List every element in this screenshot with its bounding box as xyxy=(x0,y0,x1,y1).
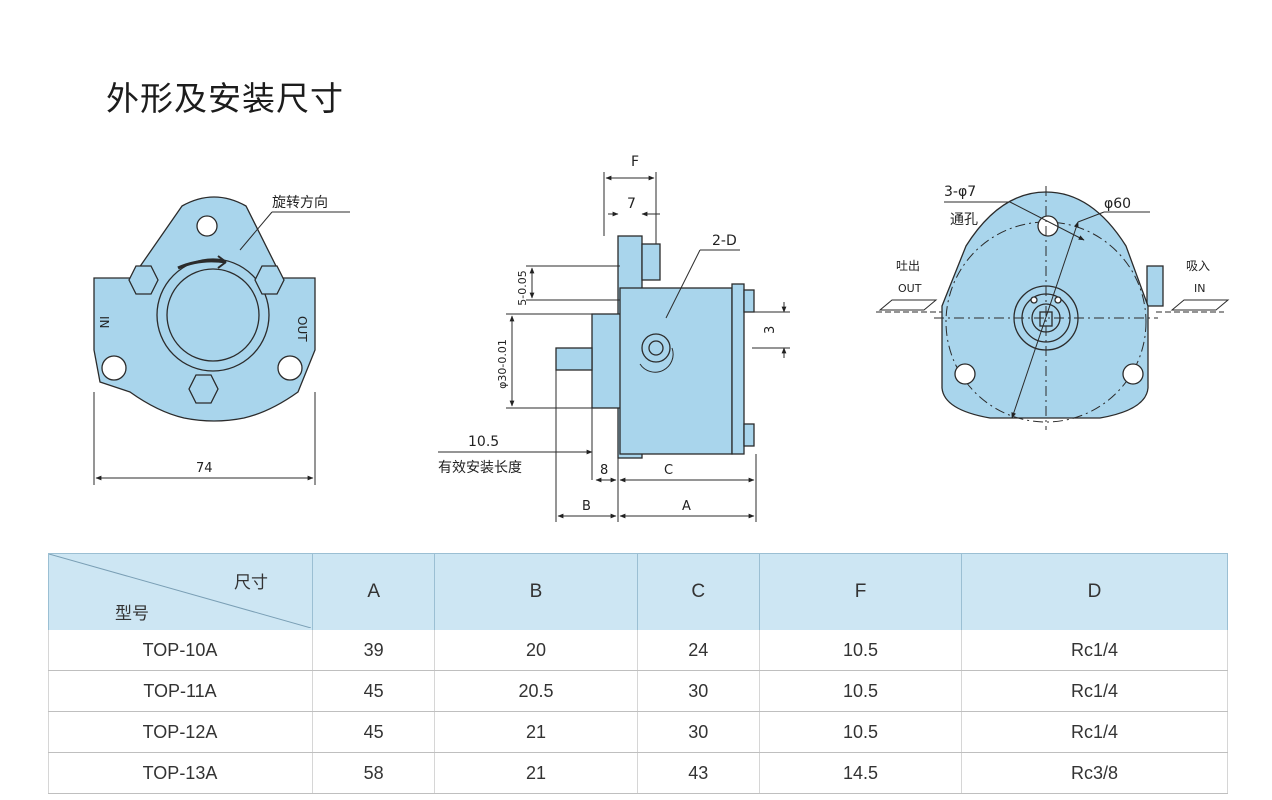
table-cell: 45 xyxy=(311,711,436,753)
column-header-F: F xyxy=(758,553,963,630)
table-row: TOP-11A 45 20.5 30 10.5 Rc1/4 xyxy=(48,670,1228,712)
dim-phi30-label: φ30-0.01 xyxy=(496,339,509,389)
table-cell: 20 xyxy=(434,630,638,671)
table-cell: 43 xyxy=(636,752,760,794)
rotation-arrow-icon xyxy=(177,259,227,270)
side-cover xyxy=(731,283,745,455)
table-cell: 45 xyxy=(311,670,436,712)
dim-2D-label: 2-D xyxy=(712,233,737,249)
side-view xyxy=(438,172,790,522)
rotation-direction-label: 旋转方向 xyxy=(272,195,328,211)
dim-C-label: C xyxy=(664,463,673,478)
hex-bolt xyxy=(254,265,285,295)
table-cell: Rc1/4 xyxy=(961,630,1228,671)
table-row: TOP-12A 45 21 30 10.5 Rc1/4 xyxy=(48,711,1228,753)
phi60-circle xyxy=(945,221,1147,423)
dimension-table: 尺寸 型号 A B C F D TOP-10A 39 20 24 10.5 Rc… xyxy=(48,553,1228,794)
column-header-A: A xyxy=(311,553,436,630)
table-cell: 58 xyxy=(311,752,436,794)
out-cn-label: 吐出 xyxy=(896,259,920,273)
effective-length-label: 有效安装长度 xyxy=(438,460,522,476)
front-mount-hole xyxy=(101,355,127,381)
in-cn-label: 吸入 xyxy=(1186,259,1210,273)
in-en-label: IN xyxy=(1194,282,1205,295)
front-view xyxy=(93,196,350,485)
rear-mount-hole xyxy=(1037,215,1059,237)
table-cell: 39 xyxy=(311,630,436,671)
dim-7-label: 7 xyxy=(627,196,636,212)
table-header-row: 尺寸 型号 A B C F D xyxy=(48,553,1228,630)
dim-5-label: 5-0.05 xyxy=(516,270,529,305)
hex-bolt xyxy=(188,374,219,404)
column-header-D: D xyxy=(961,553,1228,630)
table-cell: Rc3/8 xyxy=(961,752,1228,794)
table-cell: Rc1/4 xyxy=(961,670,1228,712)
out-en-label: OUT xyxy=(898,282,922,295)
rear-mount-hole xyxy=(954,363,976,385)
table-cell: Rc1/4 xyxy=(961,711,1228,753)
table-cell: 21 xyxy=(434,752,638,794)
dim-10-5-label: 10.5 xyxy=(468,434,499,450)
pump-drawing: 旋转方向 IN OUT 74 xyxy=(93,154,1230,522)
table-cell: 14.5 xyxy=(758,752,963,794)
table-cell: 30 xyxy=(636,711,760,753)
dim-8-label: 8 xyxy=(600,463,608,478)
front-mount-hole xyxy=(277,355,303,381)
dim-3-label: 3 xyxy=(763,326,778,334)
table-cell: 10.5 xyxy=(758,711,963,753)
table-cell: 30 xyxy=(636,670,760,712)
corner-model-label: 型号 xyxy=(115,604,149,623)
model-cell: TOP-10A xyxy=(48,630,313,671)
table-cell: 24 xyxy=(636,630,760,671)
dim-B-label: B xyxy=(582,499,591,514)
dim-A-label: A xyxy=(682,499,691,514)
width-dimension: 74 xyxy=(196,461,213,476)
hex-bolt xyxy=(128,265,159,295)
dim-F-label: F xyxy=(631,154,639,170)
table-cell: 10.5 xyxy=(758,630,963,671)
table-cell: 10.5 xyxy=(758,670,963,712)
diagonal-divider xyxy=(49,554,311,628)
model-cell: TOP-11A xyxy=(48,670,313,712)
model-cell: TOP-12A xyxy=(48,711,313,753)
phi60-label: φ60 xyxy=(1104,196,1131,212)
page-title: 外形及安装尺寸 xyxy=(106,79,344,118)
holes-label: 3-φ7 xyxy=(944,184,976,200)
table-cell: 21 xyxy=(434,711,638,753)
table-row: TOP-10A 39 20 24 10.5 Rc1/4 xyxy=(48,630,1228,671)
leader-line xyxy=(239,211,273,251)
table-corner-cell: 尺寸 型号 xyxy=(48,553,313,630)
model-cell: TOP-13A xyxy=(48,752,313,794)
table-cell: 20.5 xyxy=(434,670,638,712)
table-row: TOP-13A 58 21 43 14.5 Rc3/8 xyxy=(48,752,1228,794)
front-shaft-seat xyxy=(166,268,260,362)
through-hole-label: 通孔 xyxy=(950,212,978,228)
rear-mount-hole xyxy=(1122,363,1144,385)
front-mount-hole xyxy=(196,215,218,237)
column-header-B: B xyxy=(434,553,638,630)
side-shaft xyxy=(555,347,593,371)
column-header-C: C xyxy=(636,553,760,630)
rear-view xyxy=(876,186,1230,430)
out-port-label: OUT xyxy=(295,316,309,342)
in-port-label: IN xyxy=(97,316,111,329)
corner-dimension-label: 尺寸 xyxy=(234,573,268,592)
